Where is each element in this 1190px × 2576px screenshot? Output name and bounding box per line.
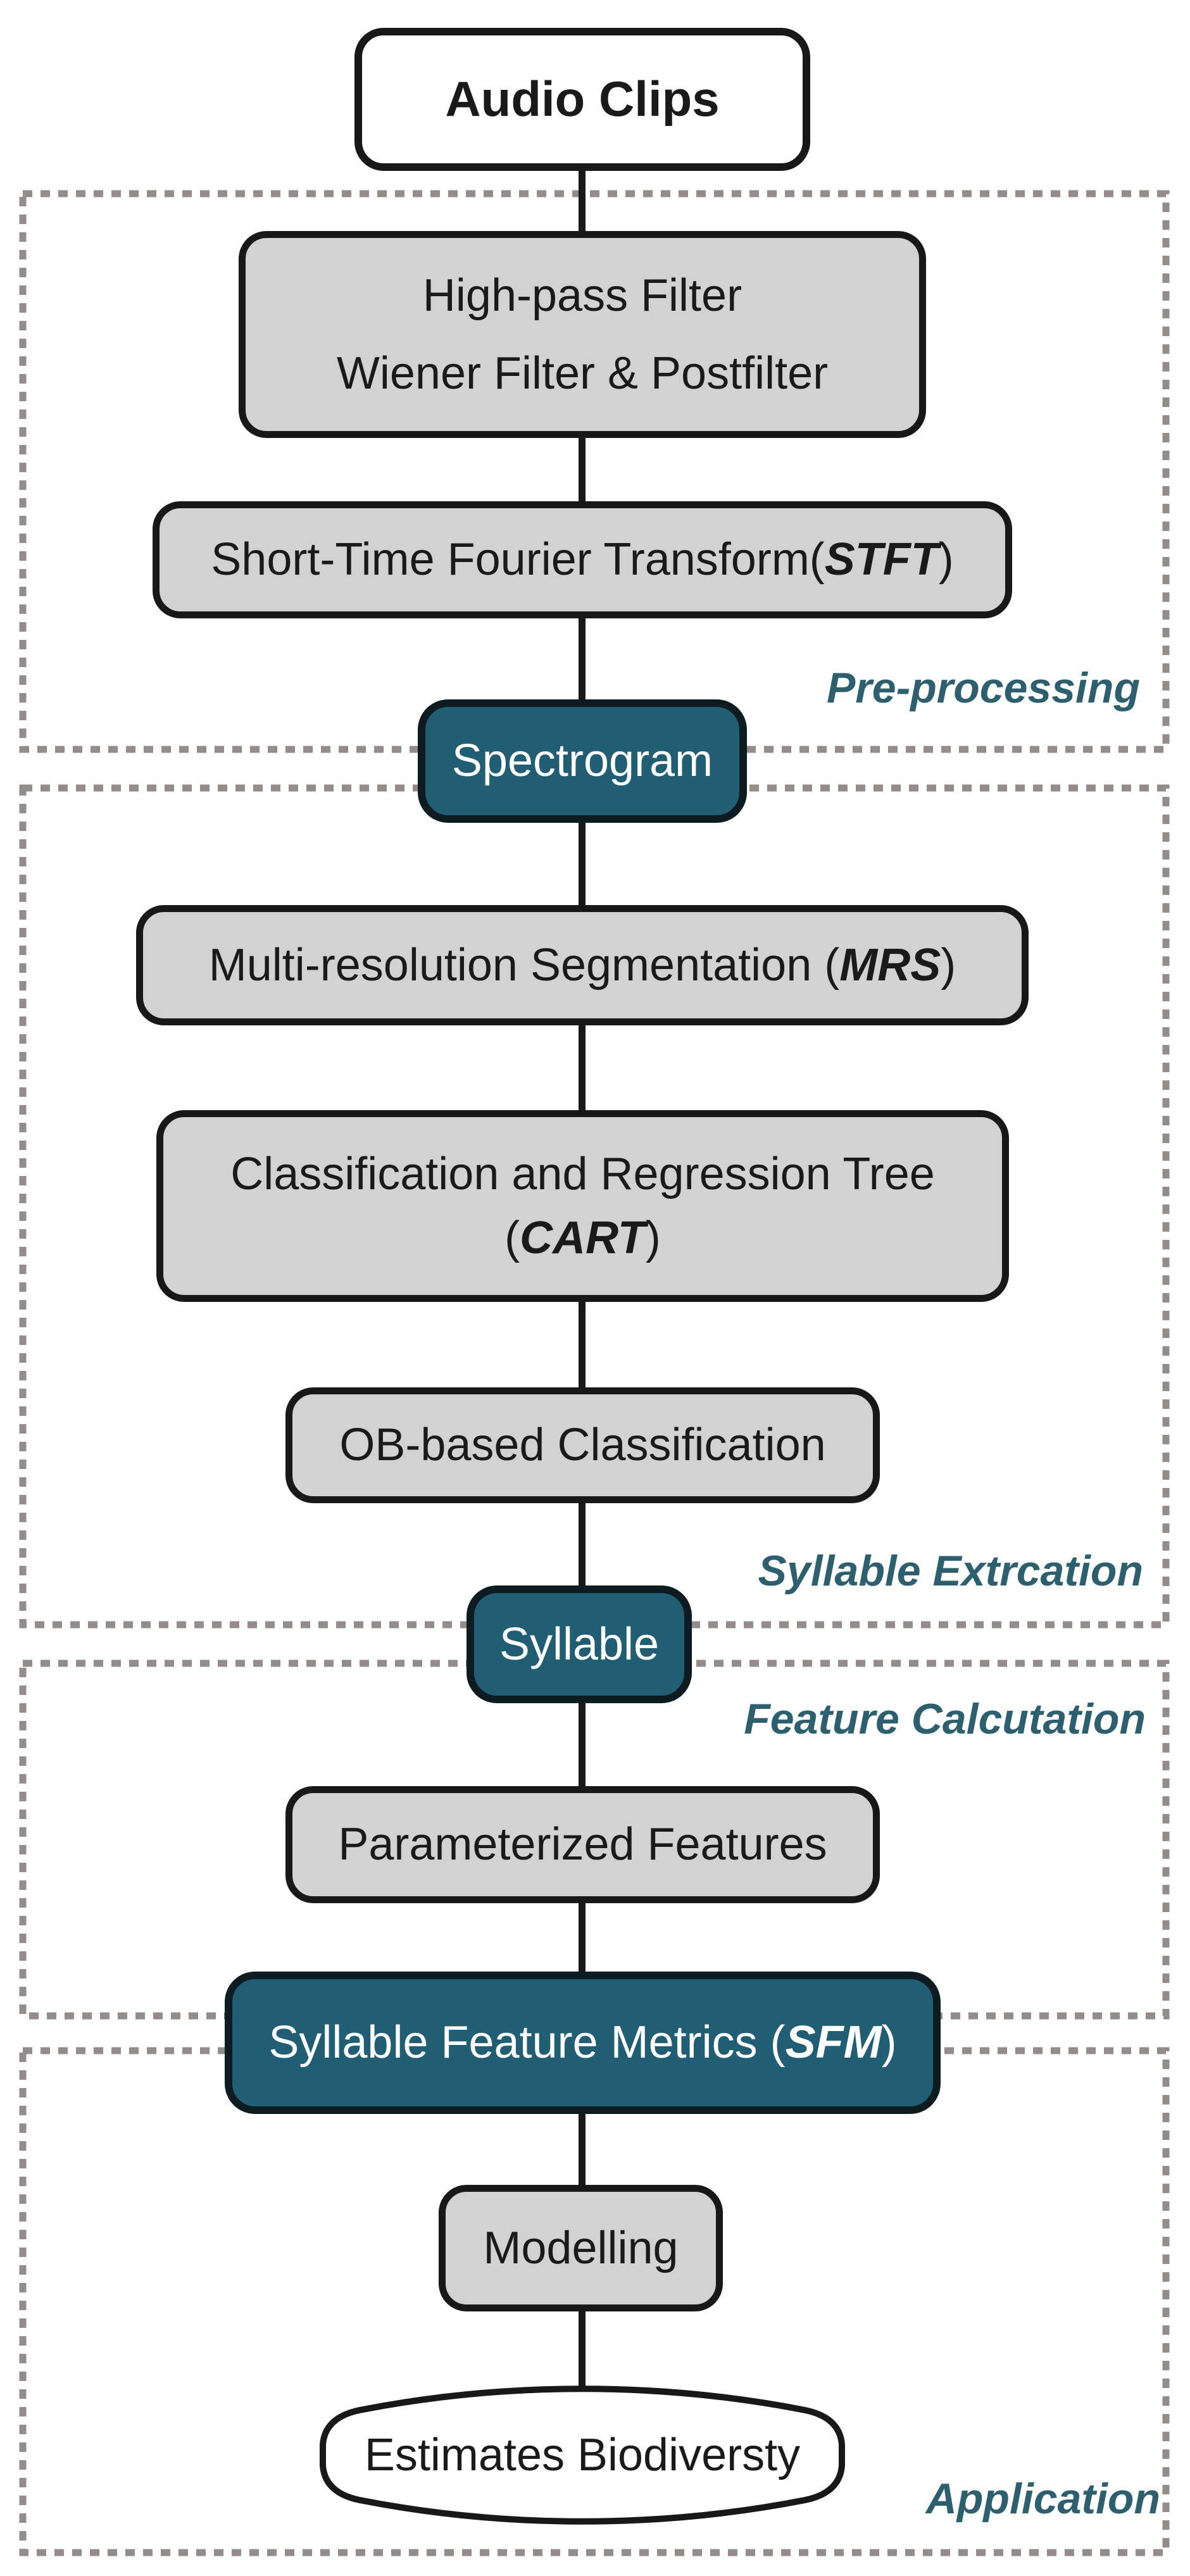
- connector-line: [579, 437, 586, 503]
- node-high-pass-wiener-filter: High-pass Filter Wiener Filter & Postfil…: [239, 231, 926, 438]
- connector-line: [579, 1301, 586, 1389]
- connector-line: [579, 617, 586, 701]
- stage-label-pre-processing: Pre-processing: [826, 664, 1140, 712]
- node-modelling-label: Modelling: [483, 2222, 679, 2273]
- node-modelling: Modelling: [439, 2185, 723, 2311]
- node-cart-line1: Classification and Regression Tree: [230, 1148, 935, 1199]
- stage-label-syllable-extraction: Syllable Extrcation: [758, 1547, 1143, 1595]
- node-filters-line2: Wiener Filter & Postfilter: [336, 347, 829, 399]
- node-estimates-label: Estimates Biodiversty: [364, 2429, 801, 2480]
- node-spectrogram-label: Spectrogram: [451, 735, 713, 787]
- node-stft-label: Short-Time Fourier Transform(STFT): [211, 534, 954, 585]
- node-cart-line2: (CART): [504, 1212, 661, 1263]
- connector-line: [579, 1902, 586, 1973]
- node-param-label: Parameterized Features: [338, 1819, 827, 1870]
- node-spectrogram: Spectrogram: [418, 699, 747, 823]
- connector-line: [579, 170, 586, 233]
- connector-line: [579, 2310, 586, 2389]
- node-syllable: Syllable: [467, 1585, 692, 1703]
- node-ob-label: OB-based Classification: [339, 1420, 826, 1471]
- terminator-shape: [320, 2385, 845, 2525]
- node-syllable-label: Syllable: [499, 1618, 660, 1670]
- stage-label-feature-calculation: Feature Calcutation: [744, 1695, 1146, 1743]
- node-parameterized-features: Parameterized Features: [285, 1786, 880, 1903]
- node-filters-line1: High-pass Filter: [422, 270, 742, 322]
- node-ob-based-classification: OB-based Classification: [285, 1387, 880, 1503]
- node-cart: Classification and Regression Tree (CART…: [156, 1110, 1009, 1302]
- node-mrs-label: Multi-resolution Segmentation (MRS): [208, 939, 956, 991]
- node-sfm: Syllable Feature Metrics (SFM): [225, 1972, 941, 2114]
- node-audio-clips-label: Audio Clips: [445, 71, 720, 127]
- node-stft: Short-Time Fourier Transform(STFT): [153, 501, 1012, 618]
- node-estimates-biodiversity: Estimates Biodiversty: [315, 2385, 849, 2525]
- connector-line: [579, 1702, 586, 1787]
- node-sfm-label: Syllable Feature Metrics (SFM): [268, 2017, 897, 2068]
- connector-line: [579, 822, 586, 906]
- node-audio-clips: Audio Clips: [354, 28, 810, 171]
- connector-line: [579, 1502, 586, 1587]
- connector-line: [579, 2113, 586, 2186]
- stage-label-application: Application: [925, 2475, 1160, 2523]
- node-mrs: Multi-resolution Segmentation (MRS): [136, 905, 1029, 1025]
- connector-line: [579, 1024, 586, 1111]
